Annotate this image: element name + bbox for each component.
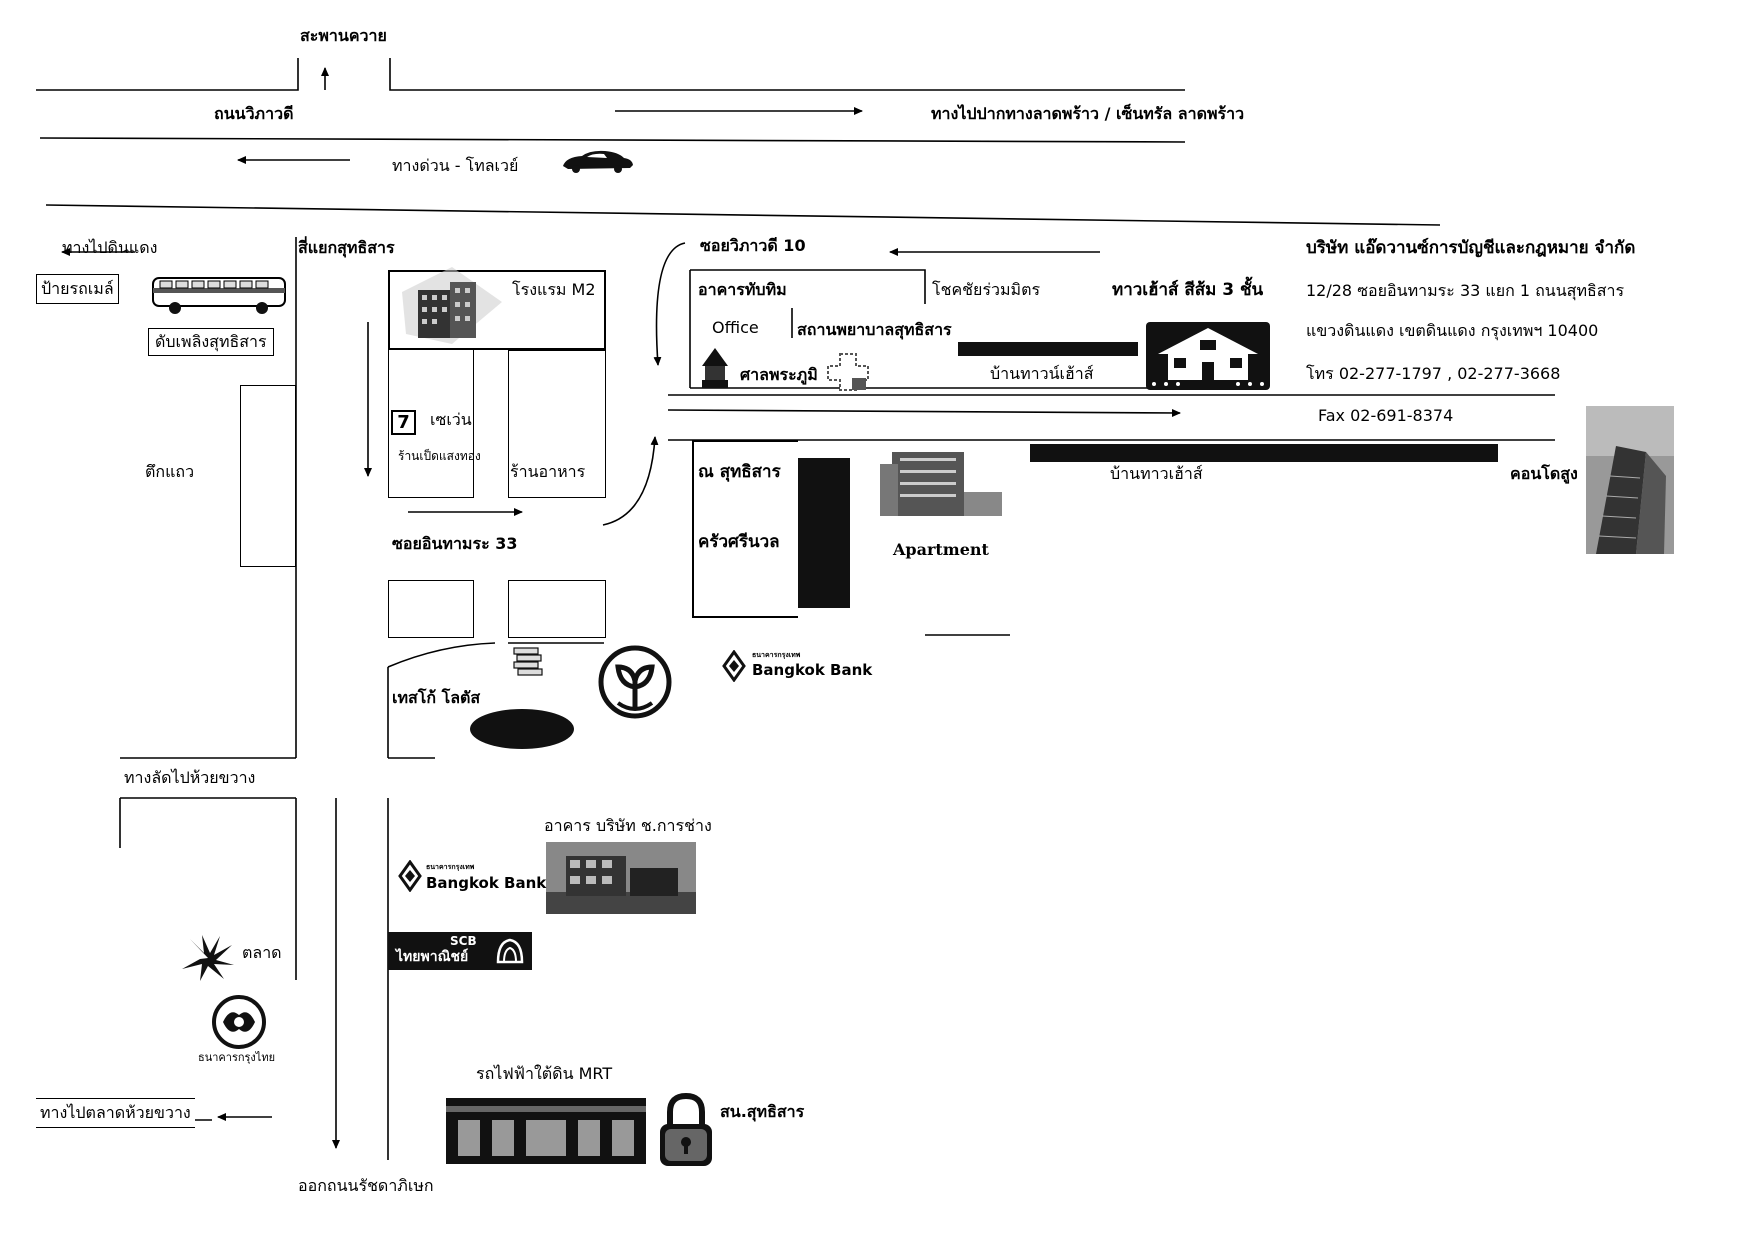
krungthai-label: ธนาคารกรุงไทย (198, 1051, 276, 1064)
townhouse-row-1 (958, 342, 1138, 356)
hospital-cross-icon (827, 353, 869, 391)
company-name: บริษัท แอ๊ดวานซ์การบัญชีและกฎหมาย จำกัด (1306, 238, 1636, 258)
sutthisan-junction-label: สี่แยกสุทธิสาร (298, 238, 395, 257)
scb-logo-block: SCB ไทยพาณิชย์ (388, 932, 532, 970)
condo-label: คอนโดสูง (1510, 464, 1578, 483)
na-sutthisan-block (692, 440, 798, 618)
townhouse-1-label: บ้านทาวน์เฮ้าส์ (990, 364, 1094, 383)
lot-block-2 (508, 580, 606, 638)
to-lat-phrao-label: ทางไปปากทางลาดพร้าว / เซ็นทรัล ลาดพร้าว (931, 104, 1245, 123)
spirit-house-label: ศาลพระภูมิ (740, 365, 818, 384)
bus-icon (152, 277, 286, 314)
padlock-icon (660, 1092, 712, 1166)
seven-eleven-block (388, 350, 474, 498)
apartment-label: Apartment (893, 540, 989, 559)
mrt-station-icon (446, 1098, 646, 1164)
khrua-sinuan-label: ครัวศรีนวล (698, 532, 780, 552)
restaurant-label: ร้านอาหาร (510, 462, 586, 481)
expressway-label: ทางด่วน - โทลเวย์ (392, 156, 519, 175)
company-address-line-2: แขวงดินแดง เขตดินแดง กรุงเทพฯ 10400 (1306, 321, 1599, 340)
tesco-icon (513, 647, 543, 676)
thapthim-building-label: อาคารทับทิม (698, 280, 787, 299)
bangkok-bank-label-1: Bangkok Bank (752, 661, 873, 679)
company-phone: โทร 02-277-1797 , 02-277-3668 (1306, 364, 1561, 383)
office-label: Office (712, 318, 759, 337)
police-station-label: สน.สุทธิสาร (720, 1102, 805, 1121)
condo-tower-icon (1586, 406, 1674, 554)
to-din-daeng-label: ทางไปดินแดง (62, 238, 158, 257)
fire-station-label: ดับเพลิงสุทธิสาร (148, 328, 274, 356)
shophouse-block (240, 385, 296, 567)
hotel-building-icon (402, 267, 502, 344)
bus-stop-label: ป้ายรถเมล์ (36, 274, 119, 304)
vibhavadi-road-label: ถนนวิภาวดี (214, 104, 294, 123)
shortcut-huai-khwang-label: ทางลัดไปห้วยขวาง (124, 768, 256, 787)
kasikorn-logo-icon (598, 645, 672, 719)
lot-block-1 (388, 580, 474, 638)
company-building-icon (546, 842, 696, 914)
restaurant-block (508, 350, 606, 498)
seven-eleven-label: เซเว่น (430, 410, 472, 429)
car-icon (563, 150, 633, 173)
saphan-khwai-label: สะพานควาย (300, 26, 387, 45)
soi-inthamara-33-label: ซอยอินทามระ 33 (392, 534, 518, 553)
company-address-line-1: 12/28 ซอยอินทามระ 33 แยก 1 ถนนสุทธิสาร (1306, 281, 1625, 300)
building-company-label: อาคาร บริษัท ช.การช่าง (544, 816, 712, 835)
bangkok-bank-label-2: Bangkok Bank (426, 874, 547, 892)
soi-vibhavadi-10-label: ซอยวิภาวดี 10 (700, 236, 806, 255)
sutthisan-hospital-label: สถานพยาบาลสุทธิสาร (797, 320, 952, 339)
to-huai-khwang-market-label: ทางไปตลาดห้วยขวาง (36, 1098, 195, 1128)
bangkok-bank-th-label-1: ธนาคารกรุงเทพ (752, 651, 801, 659)
shophouses-label: ตึกแถว (145, 462, 195, 481)
bangkok-bank-logo-icon (398, 860, 422, 892)
scb-logo-icon (496, 938, 524, 964)
townhouse-3-floor-label: ทาวเฮ้าส์ สีส้ม 3 ชั้น (1112, 280, 1264, 300)
lake-icon (470, 709, 574, 749)
house-icon (1146, 322, 1270, 390)
spirit-house-icon (702, 348, 728, 388)
krungthai-logo-icon (212, 995, 266, 1049)
mrt-label: รถไฟฟ้าใต้ดิน MRT (476, 1064, 613, 1083)
bangkok-bank-th-label-2: ธนาคารกรุงเทพ (426, 863, 475, 871)
exit-ratchadaphisek-label: ออกถนนรัชดาภิเษก (298, 1176, 434, 1195)
scb-en-label: SCB (450, 934, 477, 948)
townhouse-2-label: บ้านทาวเฮ้าส์ (1110, 464, 1203, 483)
apartment-building-icon (870, 442, 1006, 520)
market-icon (182, 935, 234, 981)
tesco-label: เทสโก้ โลตัส (392, 688, 481, 707)
company-fax: Fax 02-691-8374 (1318, 406, 1454, 425)
duck-shop-label: ร้านเป็ดแสงทอง (398, 449, 481, 463)
na-sutthisan-label: ณ สุทธิสาร (698, 462, 781, 482)
scb-th-label: ไทยพาณิชย์ (396, 949, 469, 965)
seven-eleven-badge: 7 (391, 410, 416, 435)
chokchai-label: โชคชัยร่วมมิตร (932, 280, 1041, 299)
market-label: ตลาด (242, 943, 282, 962)
khrua-sinuan-building (798, 458, 850, 608)
bangkok-bank-logo-icon (722, 650, 746, 682)
townhouse-row-2 (1030, 444, 1498, 462)
hotel-m2-label: โรงแรม M2 (512, 280, 596, 299)
